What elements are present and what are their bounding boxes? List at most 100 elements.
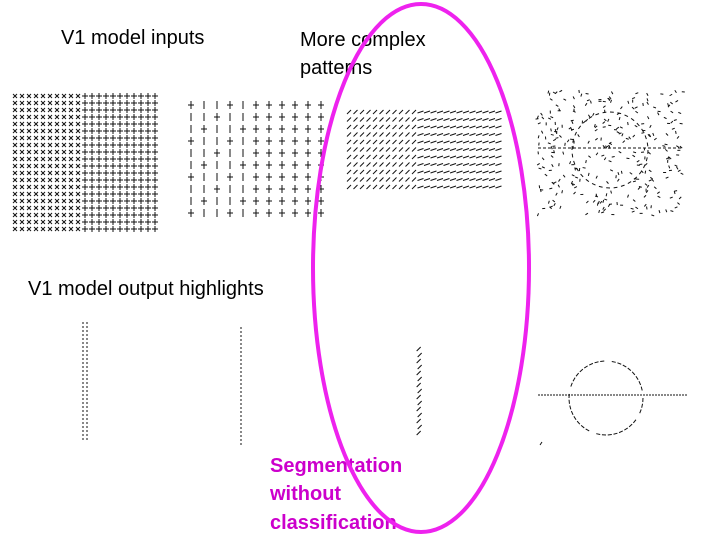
x-mark xyxy=(75,149,81,155)
oblique-bar xyxy=(423,163,431,166)
noise-segment xyxy=(610,99,612,103)
circle-segment xyxy=(638,170,642,175)
x-mark xyxy=(75,93,81,99)
noise-segment xyxy=(669,93,673,97)
x-mark xyxy=(47,177,53,183)
x-mark xyxy=(54,212,60,218)
oblique-bar xyxy=(462,163,470,166)
x-mark xyxy=(19,114,25,120)
noise-segment xyxy=(619,126,623,129)
noise-segment xyxy=(677,202,680,205)
vertical-boundary-output-2 xyxy=(240,327,242,445)
noise-segment xyxy=(540,112,543,116)
oblique-bar xyxy=(398,139,404,145)
circle-segment xyxy=(571,153,574,158)
oblique-bar xyxy=(411,117,417,122)
x-mark xyxy=(33,212,39,218)
x-mark xyxy=(12,128,18,134)
noise-segment xyxy=(595,175,598,179)
noise-segment xyxy=(553,203,556,207)
noise-segment xyxy=(551,164,554,168)
oblique-bar xyxy=(449,178,457,181)
x-mark xyxy=(12,142,18,148)
oblique-bar xyxy=(372,147,378,152)
noise-segment xyxy=(616,131,620,134)
x-mark xyxy=(26,128,32,134)
noise-segment xyxy=(587,140,590,144)
x-mark xyxy=(61,121,67,127)
oblique-bar xyxy=(379,184,384,190)
circle-highlight xyxy=(611,360,616,363)
oblique-bar xyxy=(456,118,463,121)
oblique-bar xyxy=(482,140,489,144)
x-mark xyxy=(54,205,60,211)
noise-segment xyxy=(653,106,657,109)
oblique-bar xyxy=(385,154,391,160)
x-mark xyxy=(54,177,60,183)
noise-segment xyxy=(584,102,588,106)
x-mark xyxy=(19,212,25,218)
x-mark xyxy=(68,121,74,127)
oblique-bar xyxy=(482,185,489,189)
x-mark xyxy=(26,93,32,99)
x-mark xyxy=(40,135,46,141)
x-mark xyxy=(12,191,18,197)
noise-segment xyxy=(646,184,650,188)
noise-segment xyxy=(552,199,556,203)
oblique-bar xyxy=(423,133,431,136)
x-mark xyxy=(12,226,18,232)
noise-segment xyxy=(620,106,623,110)
noise-segment xyxy=(631,106,635,110)
x-mark xyxy=(12,184,18,190)
oblique-bar xyxy=(366,109,371,115)
oblique-bar xyxy=(385,184,391,190)
oblique-bar xyxy=(392,124,397,130)
oblique-bar xyxy=(372,132,378,137)
oblique-bar xyxy=(456,155,463,159)
circle-highlight xyxy=(627,367,632,372)
noise-segment xyxy=(537,135,540,139)
circle-segment xyxy=(591,183,596,186)
oblique-texture-input xyxy=(346,109,502,190)
noise-segment xyxy=(559,89,563,93)
noise-segment xyxy=(658,210,661,214)
oblique-bar xyxy=(475,178,483,181)
circle-segment xyxy=(573,160,576,165)
oblique-bar xyxy=(495,170,502,174)
x-mark xyxy=(26,170,32,176)
circle-highlight xyxy=(573,416,577,421)
x-mark xyxy=(33,114,39,120)
x-mark xyxy=(12,212,18,218)
oblique-bar xyxy=(495,118,502,121)
x-mark xyxy=(12,156,18,162)
oblique-bar xyxy=(462,148,470,151)
x-mark xyxy=(26,121,32,127)
oblique-bar xyxy=(462,178,470,181)
x-mark xyxy=(68,100,74,106)
oblique-bar xyxy=(482,133,489,136)
circle-segment xyxy=(582,120,587,124)
x-mark xyxy=(19,163,25,169)
oblique-bar xyxy=(366,124,371,130)
oblique-bar xyxy=(405,117,410,122)
x-mark xyxy=(75,163,81,169)
oblique-bar xyxy=(443,110,450,114)
noise-segment xyxy=(657,112,660,116)
oblique-bar xyxy=(359,162,365,167)
oblique-bar xyxy=(392,184,397,190)
x-mark xyxy=(47,93,53,99)
oblique-bar xyxy=(417,148,424,151)
oblique-boundary-output xyxy=(416,346,423,436)
oblique-bar xyxy=(379,124,384,130)
oblique-bar xyxy=(359,124,365,130)
noise-segment xyxy=(585,212,589,216)
x-mark xyxy=(54,121,60,127)
oblique-bar xyxy=(379,177,384,182)
noise-segment xyxy=(668,165,671,169)
oblique-bar xyxy=(488,118,496,121)
oblique-dash xyxy=(416,430,422,436)
x-mark xyxy=(33,100,39,106)
oblique-bar xyxy=(385,169,391,175)
noise-segment xyxy=(608,160,612,163)
noise-segment xyxy=(647,133,651,137)
